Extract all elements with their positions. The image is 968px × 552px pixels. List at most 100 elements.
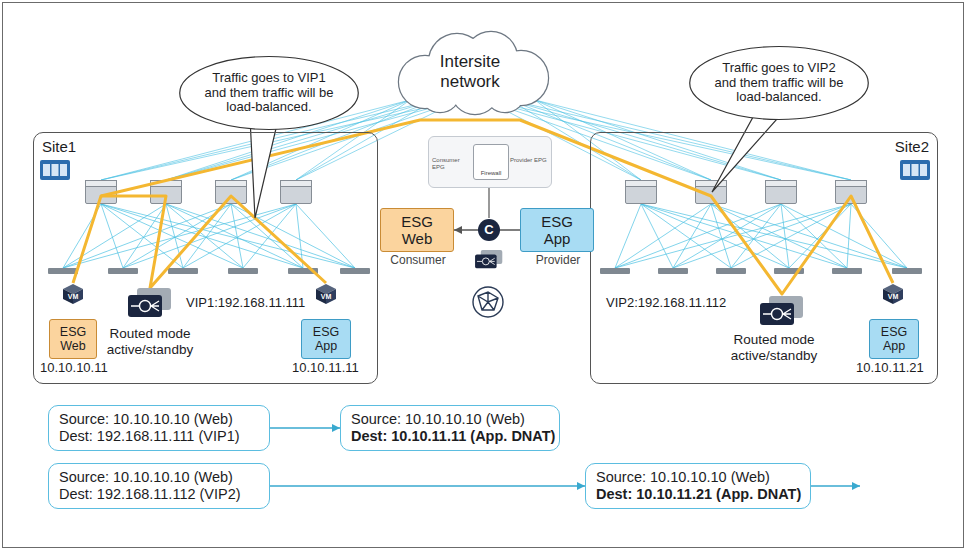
- firewall-box: Firewall: [473, 144, 509, 180]
- traffic-path: [101, 196, 326, 288]
- contract-link: [488, 188, 489, 218]
- fabric-link: [166, 204, 303, 268]
- node-text: Source: 10.10.10.10 (Web): [59, 469, 233, 486]
- node-subtext: Dest: 10.10.11.11 (App. DNAT): [351, 428, 555, 445]
- packet-box: Source: 10.10.10.10 (Web)Dest: 10.10.11.…: [340, 405, 560, 451]
- node-text: Intersite network: [415, 52, 525, 91]
- fabric-link: [711, 204, 847, 268]
- node-text: Firewall: [481, 170, 502, 177]
- vm-tag: VM: [880, 293, 906, 301]
- node-text: Traffic goes to VIP1 and them traffic wi…: [202, 71, 336, 116]
- node-subtext: Dest: 10.10.11.21 (App. DNAT): [596, 486, 801, 503]
- fabric-link: [789, 204, 851, 268]
- node-text: Site1: [42, 138, 76, 155]
- leaf-switches: [600, 268, 630, 274]
- node-text: Source: 10.10.10.10 (Web): [59, 411, 233, 428]
- fabric-link: [711, 204, 731, 268]
- spine-switches: [626, 181, 657, 204]
- leaf-switches: [108, 268, 138, 274]
- fabric-link: [847, 204, 851, 268]
- fabric-link: [101, 204, 183, 268]
- vip-address: VIP1:192.168.11.111: [186, 296, 305, 311]
- fabric-link: [673, 204, 711, 268]
- fabric-link: [183, 204, 231, 268]
- traffic-path: [73, 120, 893, 294]
- fabric-link: [123, 204, 296, 268]
- leaf-switches: [832, 268, 862, 274]
- spine-switches: [836, 181, 867, 204]
- esg-box: ESG App: [869, 319, 919, 359]
- packet-box: Source: 10.10.10.10 (Web)Dest: 192.168.1…: [48, 405, 270, 451]
- fabric-link: [781, 204, 789, 268]
- ip-address: 10.10.11.11: [292, 361, 359, 376]
- spine-switches: [216, 181, 247, 204]
- fabric-link: [641, 204, 673, 268]
- leaf-switches: [658, 268, 688, 274]
- node-subtext: Provider EPG: [510, 157, 548, 164]
- spine-switches: [281, 181, 312, 204]
- fabric-icon: [473, 287, 503, 317]
- leaf-switches: [340, 268, 370, 274]
- node-subtext: Provider: [511, 254, 605, 268]
- fabric-link: [183, 204, 296, 268]
- fabric-link: [63, 204, 296, 268]
- callout-tail: [250, 118, 278, 218]
- node-text: ESG App: [872, 325, 916, 354]
- leaf-switches: [716, 268, 746, 274]
- site-region: Site1ESG Web ESG App: [33, 132, 378, 384]
- fabric-link: [63, 204, 166, 268]
- esg-box: ESG WebConsumer: [380, 208, 454, 252]
- leaf-switches: [228, 268, 258, 274]
- packet-box: Source: 10.10.10.10 (Web)Dest: 192.168.1…: [48, 463, 270, 509]
- ip-address: 10.10.10.11: [40, 361, 108, 376]
- vm-tag: VM: [60, 293, 86, 301]
- fabric-link: [231, 204, 303, 268]
- traffic-path: [73, 120, 893, 294]
- continuation-arrow: [811, 485, 860, 486]
- fabric-link: [641, 204, 907, 268]
- node-subtext: Dest: 192.168.11.111 (VIP1): [59, 428, 240, 445]
- spine-switches: [766, 181, 797, 204]
- apic-icon: [900, 160, 930, 180]
- leaf-switches: [48, 268, 922, 274]
- load-balancer-icon: [475, 250, 502, 268]
- callout-tail: [712, 108, 785, 192]
- fabric-link: [296, 204, 355, 268]
- ellipse-outline: [690, 47, 869, 120]
- leaf-switches: [892, 268, 922, 274]
- node-text: Source: 10.10.10.10 (Web): [596, 469, 770, 486]
- device-caption: Routed mode active/standby: [98, 326, 202, 357]
- node-text: ESG Web: [52, 325, 94, 354]
- callout-bubble: Traffic goes to VIP2 and them traffic wi…: [686, 45, 872, 121]
- flow-arrow: [270, 485, 585, 486]
- fabric-link: [231, 204, 243, 268]
- callout-bubble: Traffic goes to VIP1 and them traffic wi…: [176, 55, 362, 131]
- vip-address: VIP2:192.168.11.112: [606, 296, 726, 311]
- node-text: ESG Web: [389, 213, 445, 248]
- contract-symbol: C: [478, 219, 500, 241]
- packet-box: Source: 10.10.10.10 (Web)Dest: 10.10.11.…: [585, 463, 811, 509]
- fabric-link: [781, 204, 907, 268]
- node-text: ESG App: [304, 325, 348, 354]
- fabric-link: [615, 204, 641, 268]
- network-cloud: Intersite network: [385, 30, 555, 114]
- fabric-link: [641, 204, 731, 268]
- fabric-link: [615, 204, 711, 268]
- contract-link: [488, 188, 489, 218]
- flow-arrow: [270, 427, 340, 428]
- leaf-switches: [48, 268, 78, 274]
- node-subtext: Consumer: [371, 254, 465, 268]
- cloud-fill: [399, 32, 548, 114]
- fabric-link: [101, 204, 243, 268]
- callout-tail: [250, 108, 785, 218]
- esg-box: ESG Web: [49, 319, 97, 359]
- ellipse-outline: [180, 57, 359, 130]
- apic-icon: [40, 160, 70, 180]
- node-text: ESG App: [529, 213, 585, 248]
- node-subtext: Dest: 192.168.11.112 (VIP2): [59, 486, 241, 503]
- fabric-icon: [478, 292, 498, 310]
- esg-box: ESG App: [301, 319, 351, 359]
- node-text: Consumer EPG: [432, 157, 470, 171]
